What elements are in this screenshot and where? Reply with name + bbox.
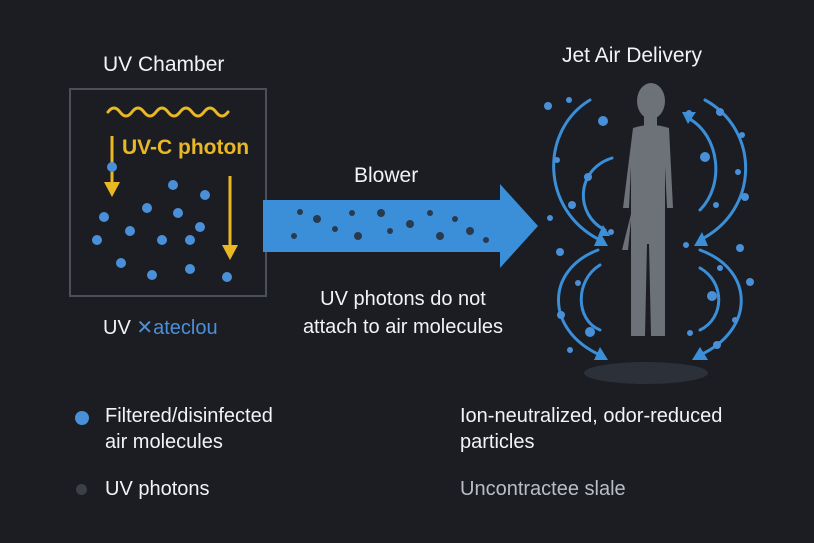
blower-arrow (263, 184, 538, 268)
blower-particles (291, 209, 489, 243)
uv-label-prefix: UV (103, 317, 137, 339)
caption: UV photons do not attach to air molecule… (290, 285, 516, 341)
uv-chamber-title: UV Chamber (103, 53, 225, 76)
caption-line-1: UV photons do not (320, 288, 486, 310)
legend-filtered: Filtered/disinfected air molecules (105, 403, 345, 455)
circulation-arrowheads (594, 112, 708, 360)
legend-blue-dot-icon (75, 411, 89, 425)
legend-uncontracted: Uncontractee slale (460, 478, 626, 500)
photon-arrow-right (222, 176, 238, 260)
blower-label: Blower (354, 164, 419, 187)
legend-dark-dot-icon (76, 484, 87, 495)
caption-line-2: attach to air molecules (302, 316, 504, 338)
legend-filtered-line-1: Filtered/disinfected (105, 405, 273, 427)
legend-ion-line-2: particles (460, 431, 535, 453)
figure-molecules (544, 97, 754, 353)
legend-ion-line-1: Ion-neutralized, odor-reduced (460, 405, 723, 427)
chamber-molecules (92, 162, 232, 282)
platform (584, 362, 708, 384)
legend-uv-photons: UV photons (105, 478, 210, 500)
uv-label: UV ✕ateclou (103, 315, 218, 340)
x-cross-icon: ✕ (136, 317, 154, 339)
legend-filtered-line-2: air molecules (105, 431, 223, 453)
photon-label: UV-C photon (122, 136, 250, 159)
photon-wave-icon (106, 106, 230, 118)
photon-arrow-left (104, 136, 120, 197)
legend-ion-neutralized: Ion-neutralized, odor-reduced particles (460, 403, 780, 455)
jet-air-delivery-title: Jet Air Delivery (562, 44, 703, 67)
uv-label-text: ateclou (153, 317, 218, 339)
uv-chamber-box (69, 88, 267, 297)
human-figure-icon (622, 83, 673, 336)
